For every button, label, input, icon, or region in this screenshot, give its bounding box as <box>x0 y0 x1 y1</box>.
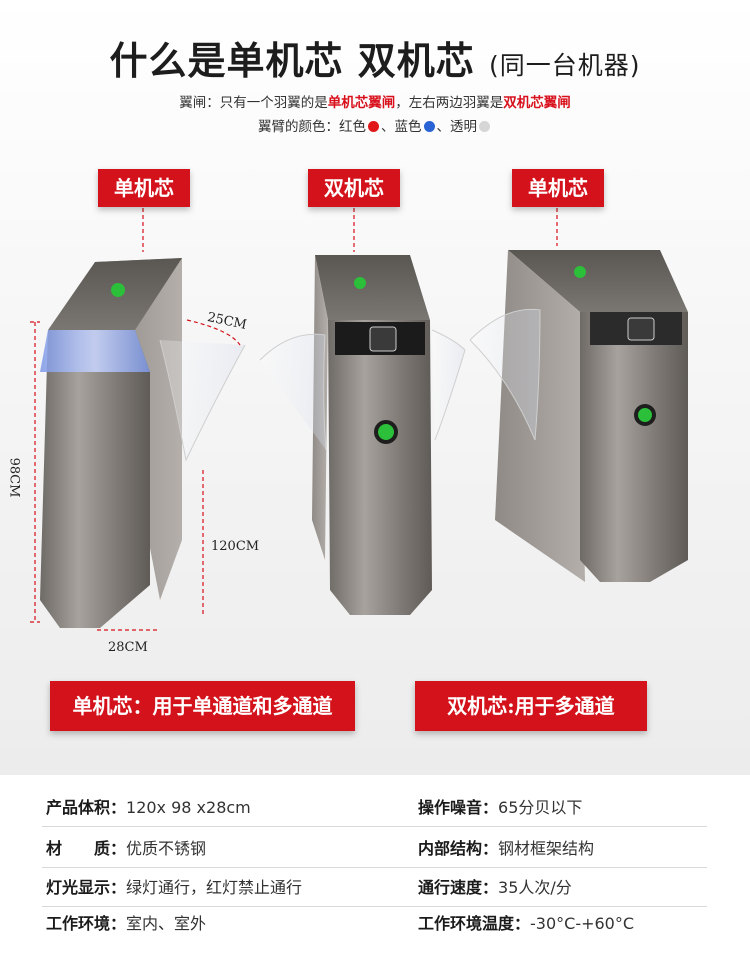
spec-right: 内部结构：钢材框架结构 <box>418 830 594 867</box>
spec-left: 工作环境：室内、室外 <box>46 905 206 942</box>
card-reader-icon <box>627 317 655 341</box>
dimension-length: 120CM <box>211 539 260 554</box>
spec-right: 通行速度：35人次/分 <box>418 869 572 906</box>
spec-value: 钢材框架结构 <box>498 839 595 858</box>
spec-value: -30°C-+60°C <box>530 914 635 933</box>
turnstile-left <box>40 258 246 628</box>
usage-double-label: 双机芯:用于多通道 <box>415 681 647 731</box>
page-title: 什么是单机芯 双机芯 (同一台机器) <box>0 30 750 85</box>
wing-desc-double: 双机芯翼闸 <box>503 95 571 111</box>
wing-desc-single: 单机芯翼闸 <box>327 95 396 111</box>
spec-value: 65分贝以下 <box>498 798 583 817</box>
spec-value: 120x 98 x28cm <box>126 798 251 817</box>
green-arrow-icon <box>354 277 366 289</box>
dimension-width: 28CM <box>108 640 148 655</box>
wing-color-description: 翼臂的颜色：红色、蓝色、透明 <box>0 115 750 135</box>
spec-table: 产品体积：120x 98 x28cm 操作噪音：65分贝以下 材 质：优质不锈钢… <box>0 775 750 958</box>
spec-value: 室内、室外 <box>126 914 207 933</box>
title-text: 什么是单机芯 双机芯 <box>109 39 475 83</box>
spec-key: 操作噪音： <box>418 798 499 817</box>
wing-color-prefix: 翼臂的颜色：红色 <box>258 119 366 135</box>
spec-right: 操作噪音：65分贝以下 <box>418 789 582 826</box>
spec-key: 产品体积： <box>46 798 127 817</box>
dimension-height: 98CM <box>6 457 22 498</box>
spec-key: 灯光显示： <box>46 878 127 897</box>
spec-left: 产品体积：120x 98 x28cm <box>46 789 251 826</box>
turnstile-illustration <box>30 208 688 631</box>
guide-lines <box>30 208 558 631</box>
card-reader-icon <box>369 326 397 352</box>
turnstile-right <box>469 250 688 582</box>
tag-single-left: 单机芯 <box>98 169 190 207</box>
usage-single-label: 单机芯：用于单通道和多通道 <box>50 681 355 731</box>
spec-row: 灯光显示：绿灯通行，红灯禁止通行 通行速度：35人次/分 <box>42 869 707 907</box>
wing-desc-prefix: 翼闸：只有一个羽翼的是 <box>179 95 328 111</box>
spec-key: 通行速度： <box>418 878 499 897</box>
green-arrow-icon <box>638 408 652 422</box>
green-arrow-icon <box>574 266 586 278</box>
red-dot-icon <box>368 121 379 132</box>
spec-left: 材 质：优质不锈钢 <box>46 830 206 867</box>
spec-value: 绿灯通行，红灯禁止通行 <box>126 878 303 897</box>
wing-desc-mid: ，左右两边羽翼是 <box>395 95 504 111</box>
green-arrow-icon <box>111 283 125 297</box>
title-paren: (同一台机器) <box>488 51 641 80</box>
spec-key: 材 质： <box>46 839 127 858</box>
tag-single-right: 单机芯 <box>512 169 604 207</box>
spec-value: 35人次/分 <box>498 878 572 897</box>
blue-dot-icon <box>423 121 435 132</box>
turnstile-middle <box>259 255 466 615</box>
wing-color-clear: 、透明 <box>436 119 478 135</box>
spec-row: 工作环境：室内、室外 工作环境温度：-30°C-+60°C <box>42 905 707 942</box>
spec-key: 内部结构： <box>418 839 499 858</box>
wing-color-blue: 、蓝色 <box>381 119 422 135</box>
spec-right: 工作环境温度：-30°C-+60°C <box>418 905 634 942</box>
tag-double-middle: 双机芯 <box>308 169 400 207</box>
spec-key: 工作环境温度： <box>418 914 531 933</box>
spec-row: 材 质：优质不锈钢 内部结构：钢材框架结构 <box>42 830 707 868</box>
spec-row: 产品体积：120x 98 x28cm 操作噪音：65分贝以下 <box>42 789 707 827</box>
spec-key: 工作环境： <box>46 914 127 933</box>
spec-left: 灯光显示：绿灯通行，红灯禁止通行 <box>46 869 302 906</box>
wing-description: 翼闸：只有一个羽翼的是单机芯翼闸，左右两边羽翼是双机芯翼闸 <box>0 91 750 111</box>
spec-value: 优质不锈钢 <box>126 839 207 858</box>
clear-dot-icon <box>479 121 490 132</box>
